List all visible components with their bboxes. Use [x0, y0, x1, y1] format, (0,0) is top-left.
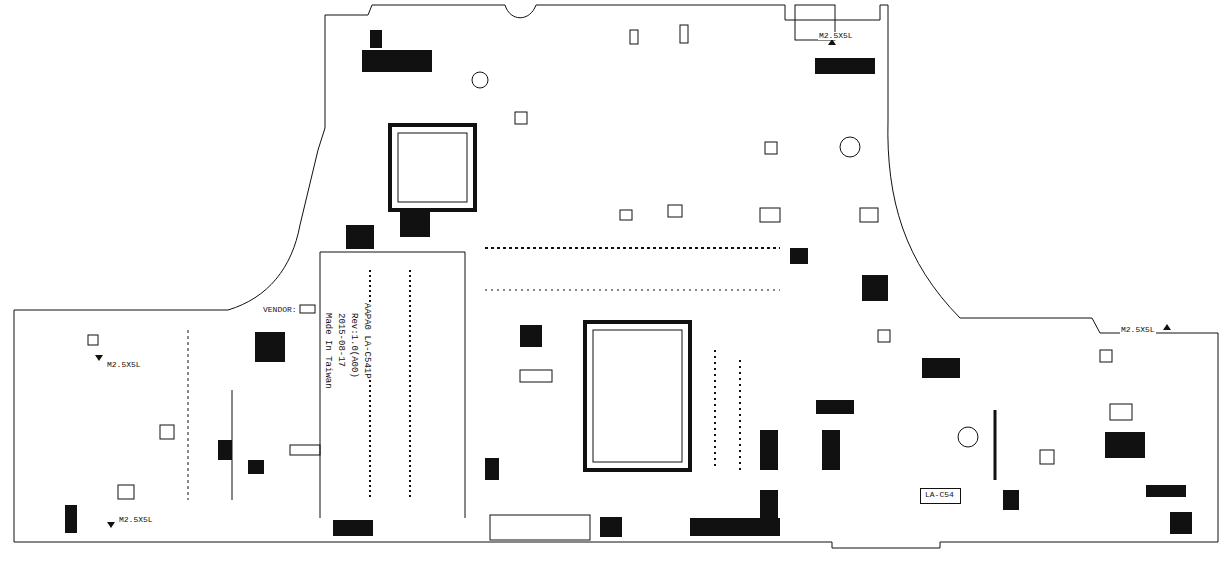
- silkscreen-label: M2.5X5L: [1120, 326, 1156, 334]
- silkscreen-label: M2.5X5L: [106, 361, 142, 369]
- board-marking: Made In Taiwan: [323, 312, 332, 390]
- silkscreen-label: M2.5X5L: [118, 516, 154, 524]
- silkscreen-label: M2.5X5L: [818, 32, 854, 40]
- marking-box: LA-C54: [920, 488, 961, 504]
- box-text: LA-C54: [921, 489, 960, 501]
- board-marking: Rev:1.0(A00): [349, 312, 358, 379]
- board-marking: 2015-08-17: [336, 312, 345, 368]
- board-marking: AAPA0 LA-C541P: [362, 302, 371, 380]
- silkscreen-label: VENDOR:: [262, 306, 298, 314]
